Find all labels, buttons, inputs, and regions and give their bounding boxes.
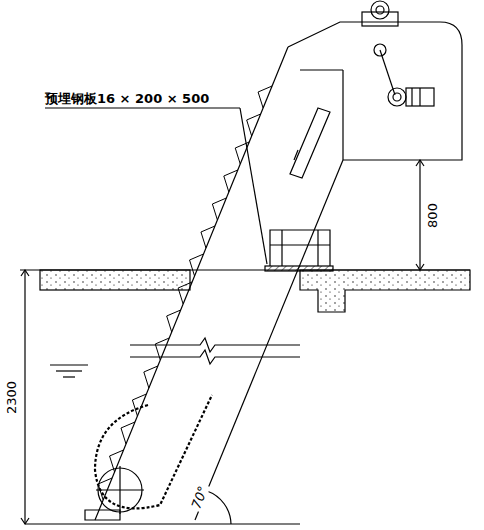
dimension-line: [24, 270, 25, 524]
rake-tooth: [190, 254, 204, 276]
drive-head: [288, 22, 462, 160]
rake-tooth: [258, 86, 272, 108]
rake-tooth: [247, 114, 261, 136]
concrete-slab: [300, 270, 470, 312]
rake-tooth: [98, 478, 112, 500]
frame-right: [195, 160, 343, 520]
dimension-text: 800: [425, 201, 438, 230]
structure: [20, 1, 470, 524]
callout-note: 预埋钢板16 × 200 × 500: [45, 92, 209, 105]
rake-tooth: [121, 422, 135, 444]
angle-arc: [207, 491, 231, 524]
rake-tooth: [224, 170, 238, 192]
concrete-slab: [40, 270, 190, 290]
rake-tooth: [155, 338, 169, 360]
dimension-text: 2300: [6, 378, 19, 415]
rake-tooth: [167, 310, 181, 332]
frame-left: [95, 47, 288, 520]
rake-tooth: [132, 394, 146, 416]
dimension-line: [419, 160, 420, 270]
rake: [290, 108, 330, 178]
rake-tooth: [144, 366, 158, 388]
rake-tooth: [201, 226, 215, 248]
bearing-seat: [85, 510, 120, 520]
motor: [371, 1, 389, 19]
embedded-plate: [265, 266, 333, 271]
rake-tooth: [178, 282, 192, 304]
sprocket: [388, 88, 406, 106]
rake-tooth: [110, 450, 124, 472]
rake-tooth: [212, 198, 226, 220]
leader-line: [240, 108, 267, 264]
angle-text: 70°: [189, 482, 210, 512]
rake-tooth: [235, 142, 249, 164]
